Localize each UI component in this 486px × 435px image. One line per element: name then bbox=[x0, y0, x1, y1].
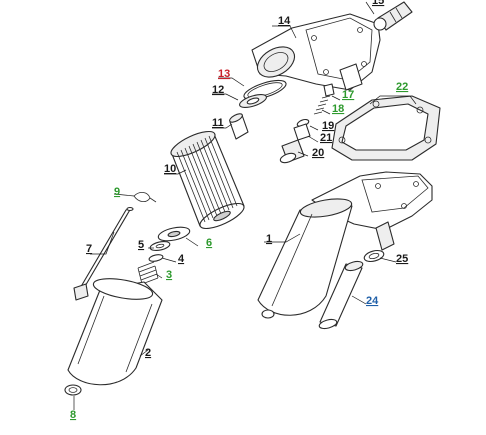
part-7-rod bbox=[73, 206, 134, 301]
part-2-filter-bowl bbox=[67, 278, 163, 386]
part-8-o-ring bbox=[64, 384, 82, 396]
callout-17: 17 bbox=[342, 89, 354, 101]
callout-10: 10 bbox=[164, 163, 176, 175]
callout-18: 18 bbox=[332, 103, 344, 115]
part-21-piston bbox=[293, 123, 311, 141]
part-10-filter-element bbox=[170, 130, 245, 230]
part-5-washer bbox=[149, 241, 171, 251]
part-4-washer bbox=[148, 254, 164, 262]
part-6-seal bbox=[157, 226, 191, 242]
leader-lines bbox=[73, 1, 417, 410]
callout-labels: 1 2 3 4 5 6 7 8 9 10 11 12 13 14 15 17 1… bbox=[70, 0, 408, 421]
part-15-sensor bbox=[373, 1, 413, 31]
part-14-housing-head bbox=[251, 13, 381, 91]
callout-4: 4 bbox=[178, 253, 185, 265]
part-12-seal bbox=[239, 94, 267, 108]
callout-14: 14 bbox=[278, 15, 291, 27]
callout-3: 3 bbox=[166, 269, 172, 281]
callout-19: 19 bbox=[322, 120, 334, 132]
part-13-o-ring bbox=[243, 79, 287, 101]
part-9-clip bbox=[133, 192, 157, 203]
callout-20: 20 bbox=[312, 147, 324, 159]
callout-24: 24 bbox=[366, 295, 379, 307]
part-22-gasket bbox=[331, 95, 441, 161]
part-1-assembled-housing bbox=[257, 171, 433, 319]
part-18-spring bbox=[313, 95, 331, 115]
part-11-center-tube bbox=[229, 113, 249, 140]
callout-22: 22 bbox=[396, 81, 408, 93]
callout-13: 13 bbox=[218, 68, 230, 80]
callout-15: 15 bbox=[372, 0, 384, 7]
callout-21: 21 bbox=[320, 132, 332, 144]
callout-7: 7 bbox=[86, 243, 92, 255]
part-20-plug bbox=[279, 139, 305, 164]
part-25-fitting bbox=[363, 249, 385, 263]
callout-1: 1 bbox=[266, 233, 272, 245]
callout-5: 5 bbox=[138, 239, 144, 251]
callout-12: 12 bbox=[212, 84, 224, 96]
callout-2: 2 bbox=[145, 347, 151, 359]
part-17-valve-cap bbox=[323, 83, 335, 97]
callout-9: 9 bbox=[114, 186, 120, 198]
callout-25: 25 bbox=[396, 253, 408, 265]
part-3-spring bbox=[137, 261, 159, 285]
callout-11: 11 bbox=[212, 117, 224, 129]
callout-8: 8 bbox=[70, 409, 76, 421]
part-24-hose bbox=[318, 260, 364, 330]
callout-6: 6 bbox=[206, 237, 212, 249]
